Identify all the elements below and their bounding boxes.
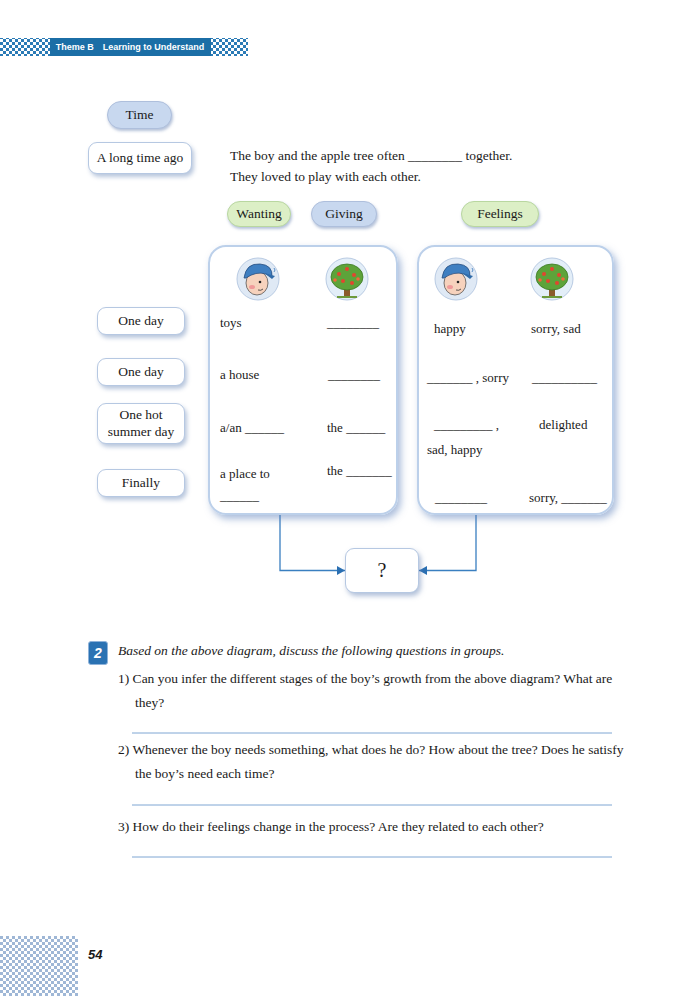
question-text: 3) How do their feelings change in the p… [118,815,637,839]
cell-text: a/an ______ [220,420,284,436]
wanting-giving-panel: toys________a house________a/an ______th… [208,245,398,515]
time-box: One day [97,307,185,335]
tree-icon [531,258,573,300]
cell-text: delighted [539,417,587,433]
node-text: One day [118,313,163,329]
tree-icon [326,258,368,300]
cell-text: a place to ______ [220,463,298,507]
time-box: Finally [97,469,185,497]
checker-strip [0,38,52,56]
cell-text: ________ [328,367,380,383]
cell-text: ________ [327,315,379,331]
checker-strip [208,38,248,56]
time-pill: Time [107,101,172,129]
node-text: Theme B [56,42,94,52]
boy-icon [435,258,477,300]
answer-line [132,805,612,806]
result-box: ? [345,548,419,593]
cell-text: the _______ [327,463,392,479]
cell-text: __________ [532,370,597,386]
node-text: One hot summer day [104,407,178,439]
connector [419,515,476,575]
column-pill: Wanting [227,201,291,227]
node-text: A long time ago [97,150,184,166]
boy-icon [237,258,279,300]
node-text: 2 [94,645,102,661]
cell-text: _______ , sorry [427,370,509,386]
cell-text: _________ , [434,417,499,433]
node-text: Time [125,107,153,123]
story-text: They loved to play with each other. [230,166,421,187]
answer-line [132,857,612,858]
exercise-number: 2 [88,641,108,665]
column-pill: Giving [311,201,377,227]
cell-text: a house [220,367,259,383]
column-pill: Feelings [461,201,539,227]
cell-text: ________ [435,490,487,506]
story-text: The boy and the apple tree often _______… [230,145,512,166]
node-text: Wanting [236,206,281,222]
connector [280,515,345,575]
arrowhead [419,566,427,575]
time-box: A long time ago [88,142,192,174]
question-text: 2) Whenever the boy needs something, wha… [118,738,637,786]
cell-text: toys [220,315,242,331]
theme-band: Theme B Learning to Understand [50,38,211,56]
time-box: One day [97,358,185,386]
node-text: Finally [122,475,160,491]
answer-line [132,733,612,734]
checker-corner [0,936,78,996]
instruction-text: Based on the above diagram, discuss the … [118,640,504,661]
page-number: 54 [88,944,102,965]
cell-text: the ______ [327,420,385,436]
feelings-panel: happysorry, sad_______ , sorry__________… [417,245,614,515]
connector-line [280,515,345,571]
connector-line [419,515,476,571]
cell-text: sad, happy [427,442,483,458]
arrowhead [337,566,345,575]
time-box: One hot summer day [97,403,185,444]
node-text: Feelings [477,206,523,222]
node-text: Learning to Understand [103,42,205,52]
cell-text: happy [434,321,466,337]
cell-text: sorry, sad [531,321,581,337]
cell-text: sorry, _______ [529,490,607,506]
node-text: One day [118,364,163,380]
node-text: ? [378,559,387,582]
question-text: 1) Can you infer the different stages of… [118,667,637,715]
node-text: Giving [325,206,363,222]
